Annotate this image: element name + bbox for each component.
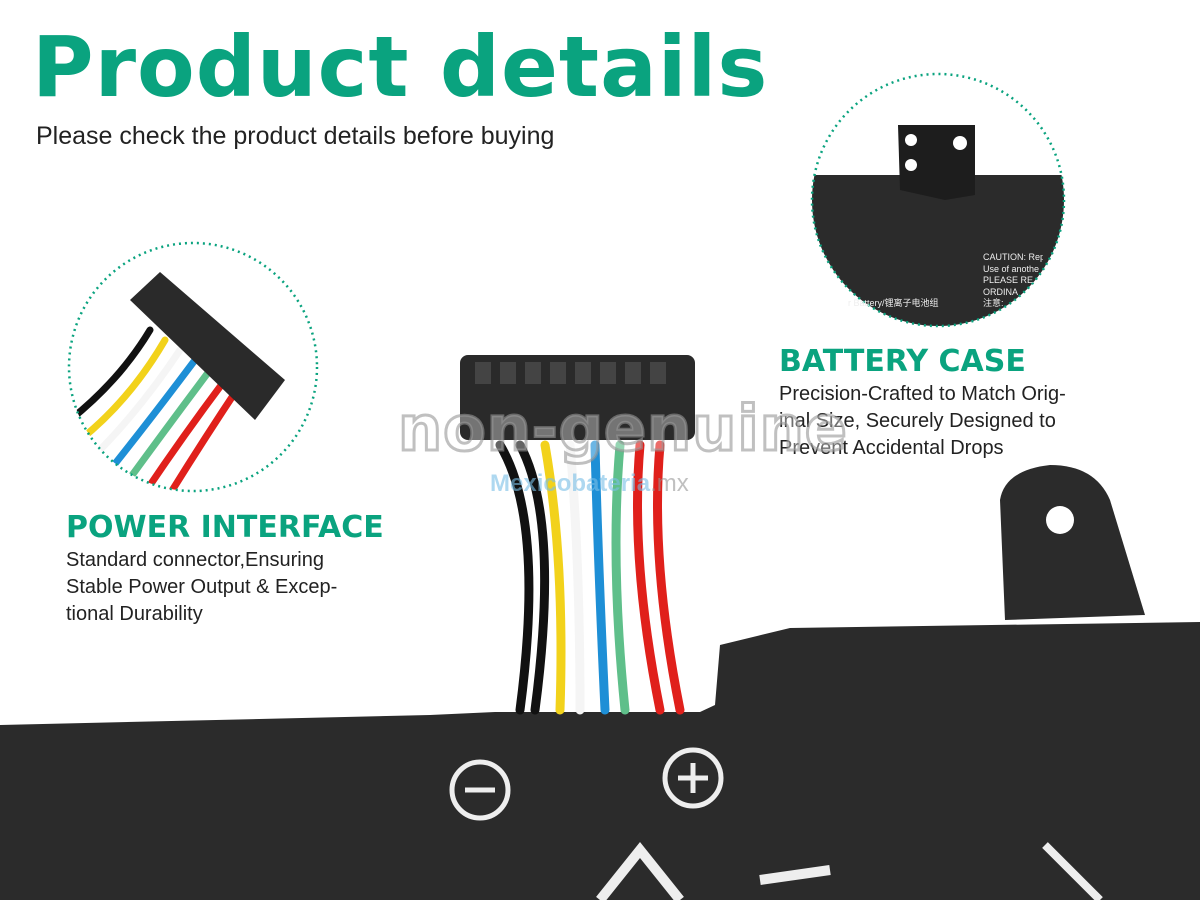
description-line: Stable Power Output & Excep- [66, 576, 338, 598]
battery-label-type: r Battery/锂离子电池组 [848, 298, 939, 308]
battery-case-heading: BATTERY CASE [779, 344, 1026, 379]
battery-case-zoom-circle [810, 72, 1066, 328]
description-line: Precision-Crafted to Match Orig- [779, 383, 1066, 405]
description-line: Prevent Accidental Drops [779, 437, 1004, 459]
watermark-text: non-genuine [397, 391, 849, 467]
battery-body [0, 622, 1200, 900]
plus-icon [662, 747, 724, 809]
recycle-icon [596, 841, 831, 900]
watermark-site-tld: .mx [650, 470, 689, 497]
watermark-site: Mexicobateria.mx [490, 470, 689, 498]
description-line: tional Durability [66, 603, 203, 625]
label-line: PLEASE RE [983, 275, 1034, 285]
watermark-site-name: Mexicobateria [490, 470, 651, 497]
battery-case-description: Precision-Crafted to Match Orig- inal Si… [779, 381, 1066, 462]
label-line: CAUTION: Rep [983, 252, 1043, 262]
description-line: inal Size, Securely Designed to [779, 410, 1056, 432]
page-title: Product details [32, 18, 769, 116]
power-interface-heading: POWER INTERFACE [66, 510, 384, 545]
mount-hole [1046, 506, 1074, 534]
page-subtitle: Please check the product details before … [36, 122, 555, 150]
minus-icon [449, 759, 511, 821]
connector-closeup [130, 272, 285, 420]
label-line: 注意: [983, 298, 1004, 308]
wire-bundle [495, 440, 685, 715]
label-line: Use of anothe [983, 263, 1040, 274]
battery-tab [1000, 465, 1145, 620]
label-line: ORDINA [983, 286, 1019, 297]
power-interface-description: Standard connector,Ensuring Stable Power… [66, 547, 337, 628]
description-line: Standard connector,Ensuring [66, 549, 324, 571]
battery-label-caution: CAUTION: Rep Use of anothe PLEASE RE ORD… [983, 252, 1043, 310]
power-interface-zoom-circle [67, 241, 319, 493]
